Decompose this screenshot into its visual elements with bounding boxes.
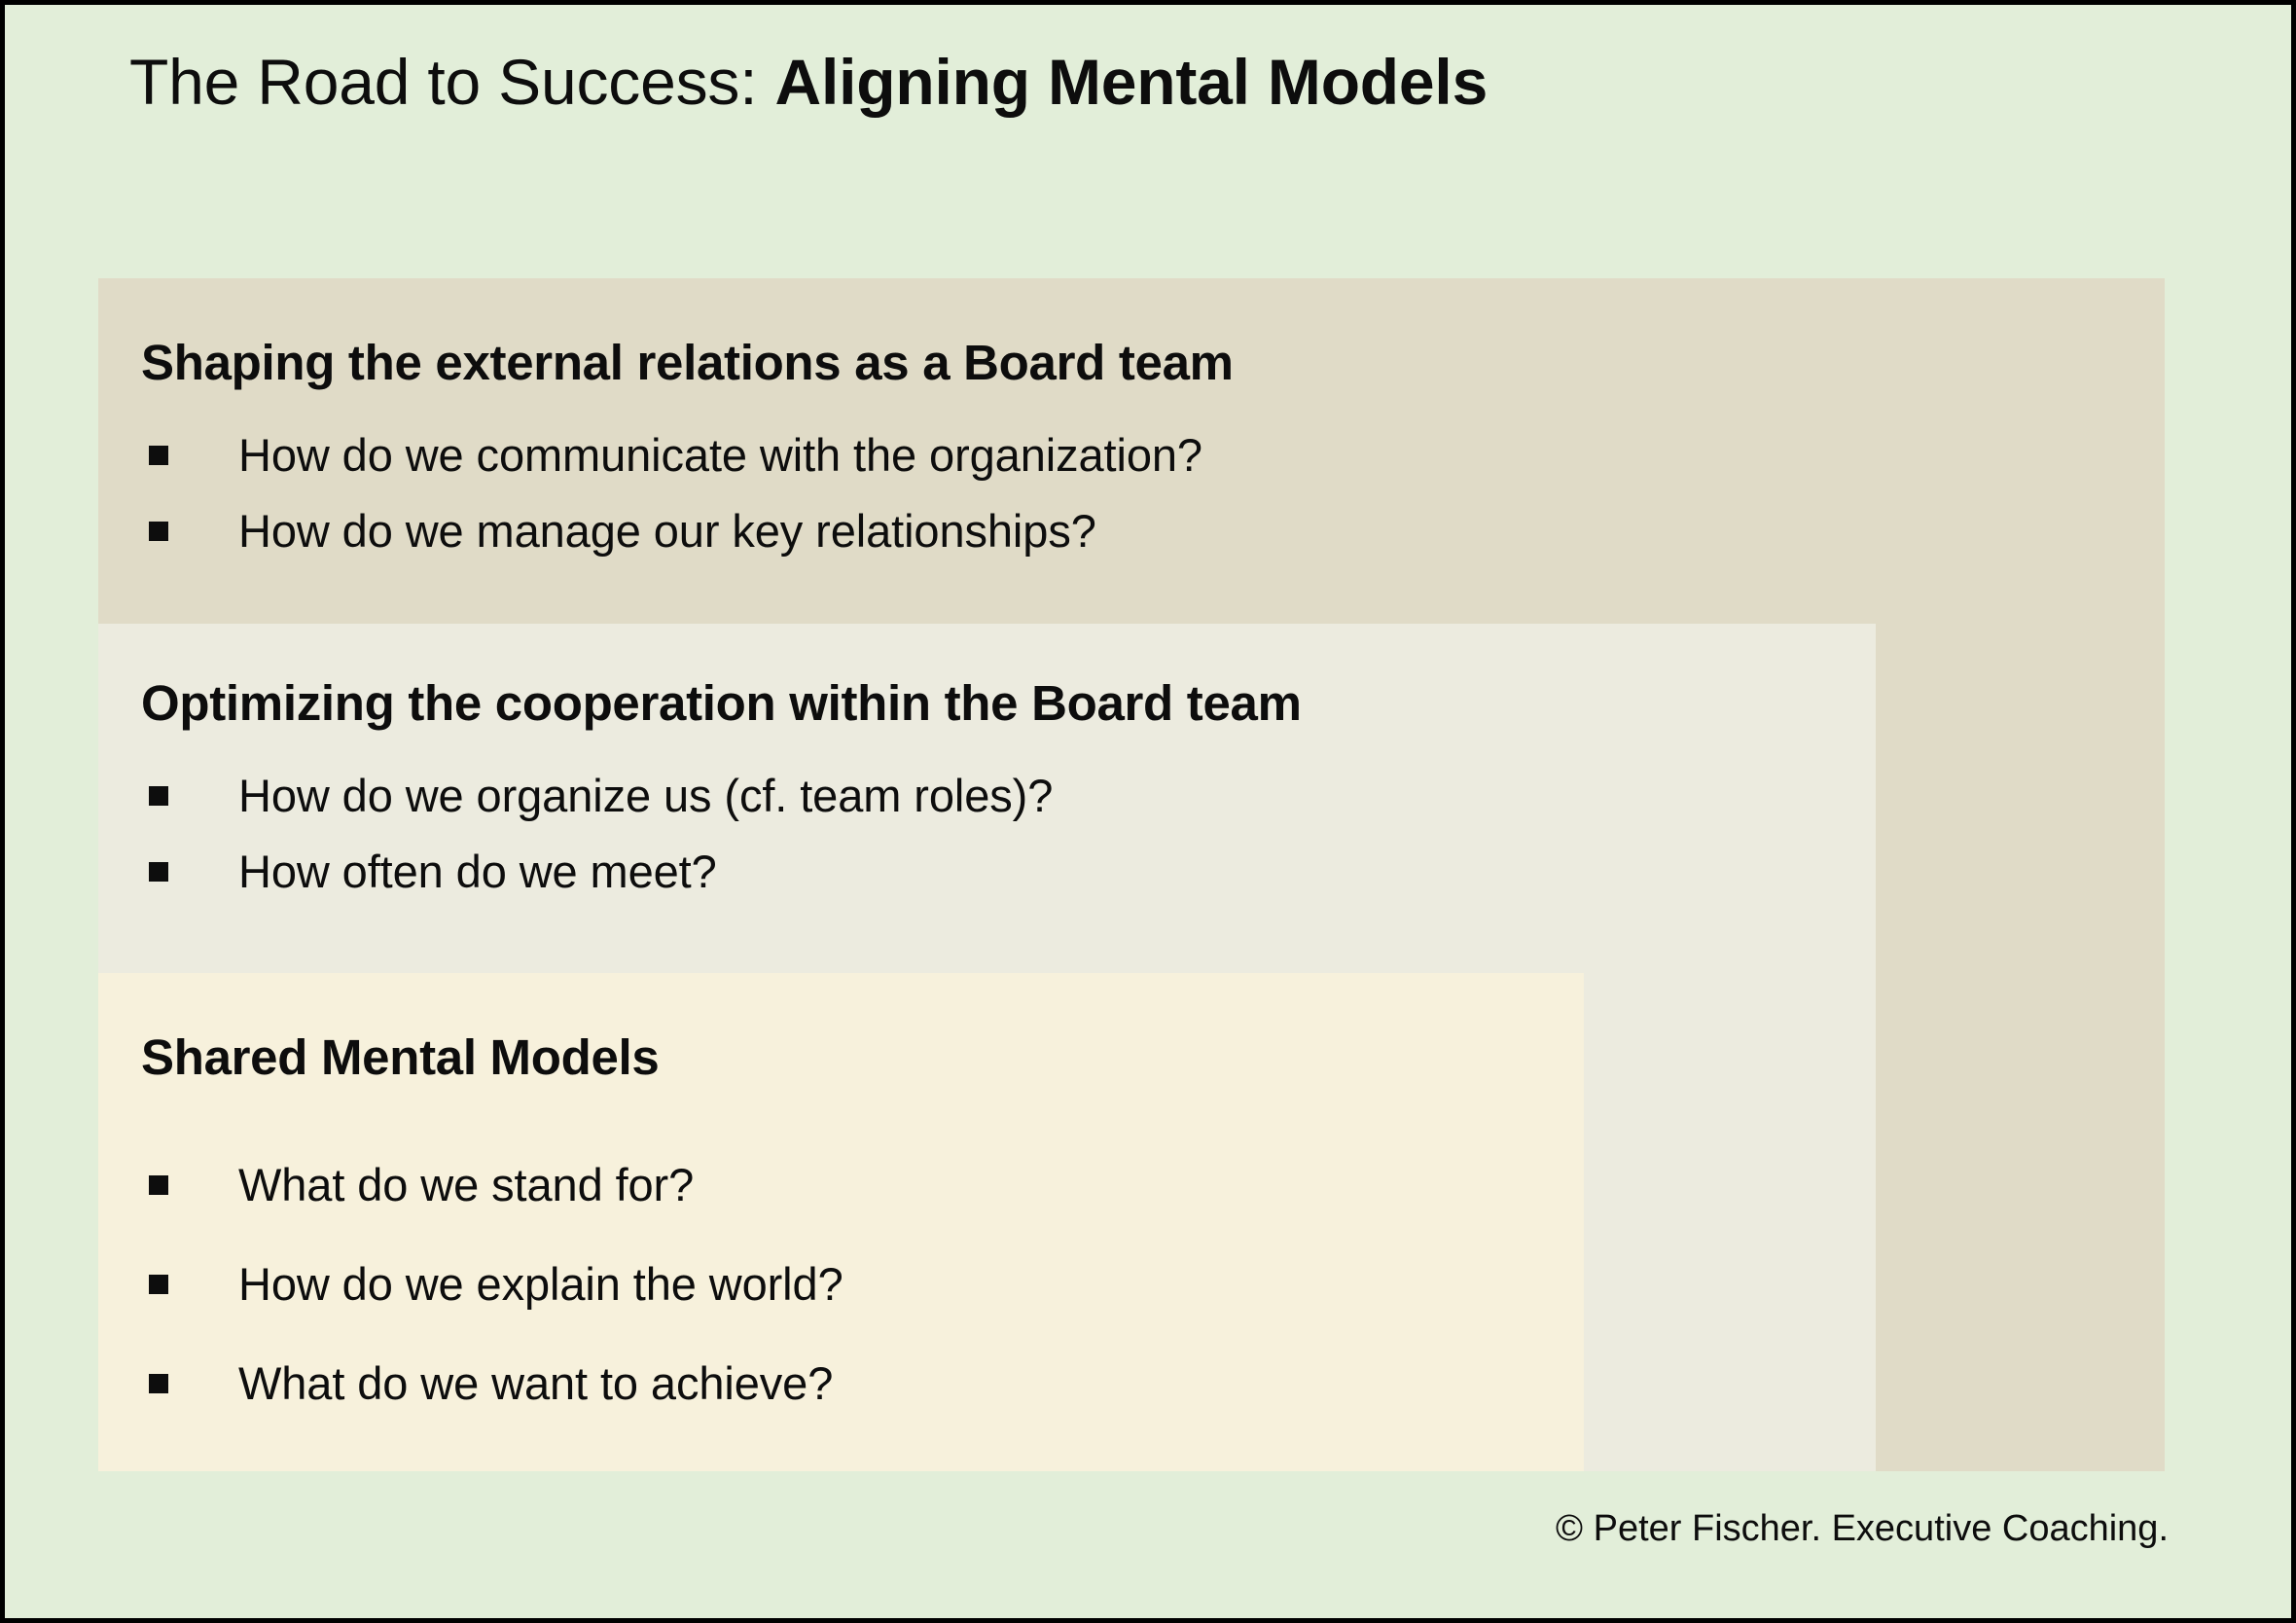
bullet-list-external-relations: How do we communicate with the organizat… <box>141 417 1202 569</box>
list-item: How do we organize us (cf. team roles)? <box>141 758 1053 834</box>
panel-heading-shared-mental-models: Shared Mental Models <box>141 1029 660 1085</box>
list-item-label: What do we want to achieve? <box>238 1357 834 1409</box>
title-accent: Aligning Mental Models <box>774 46 1489 118</box>
list-item: How do we communicate with the organizat… <box>141 417 1202 493</box>
list-item-label: How do we organize us (cf. team roles)? <box>238 770 1054 821</box>
square-bullet-icon <box>149 786 168 806</box>
page-title: The Road to Success: Aligning Mental Mod… <box>129 46 1489 119</box>
square-bullet-icon <box>149 862 168 882</box>
panel-heading-board-cooperation: Optimizing the cooperation within the Bo… <box>141 675 1302 731</box>
panel-shared-mental-models: Shared Mental Models What do we stand fo… <box>98 973 1584 1471</box>
bullet-list-board-cooperation: How do we organize us (cf. team roles)? … <box>141 758 1053 910</box>
square-bullet-icon <box>149 446 168 465</box>
list-item-label: What do we stand for? <box>238 1159 695 1210</box>
list-item-label: How do we explain the world? <box>238 1258 843 1310</box>
panel-heading-external-relations: Shaping the external relations as a Boar… <box>141 335 1234 390</box>
list-item: How do we explain the world? <box>141 1235 843 1334</box>
list-item-label: How often do we meet? <box>238 846 717 897</box>
square-bullet-icon <box>149 1374 168 1393</box>
list-item: What do we want to achieve? <box>141 1334 843 1433</box>
list-item: How do we manage our key relationships? <box>141 493 1202 569</box>
copyright-credit: © Peter Fischer. Executive Coaching. <box>1556 1508 2169 1549</box>
list-item-label: How do we manage our key relationships? <box>238 505 1096 557</box>
square-bullet-icon <box>149 522 168 541</box>
list-item: What do we stand for? <box>141 1136 843 1235</box>
square-bullet-icon <box>149 1175 168 1195</box>
bullet-list-shared-mental-models: What do we stand for? How do we explain … <box>141 1136 843 1433</box>
list-item-label: How do we communicate with the organizat… <box>238 429 1202 481</box>
square-bullet-icon <box>149 1275 168 1294</box>
title-lead: The Road to Success: <box>129 46 775 118</box>
list-item: How often do we meet? <box>141 834 1053 910</box>
